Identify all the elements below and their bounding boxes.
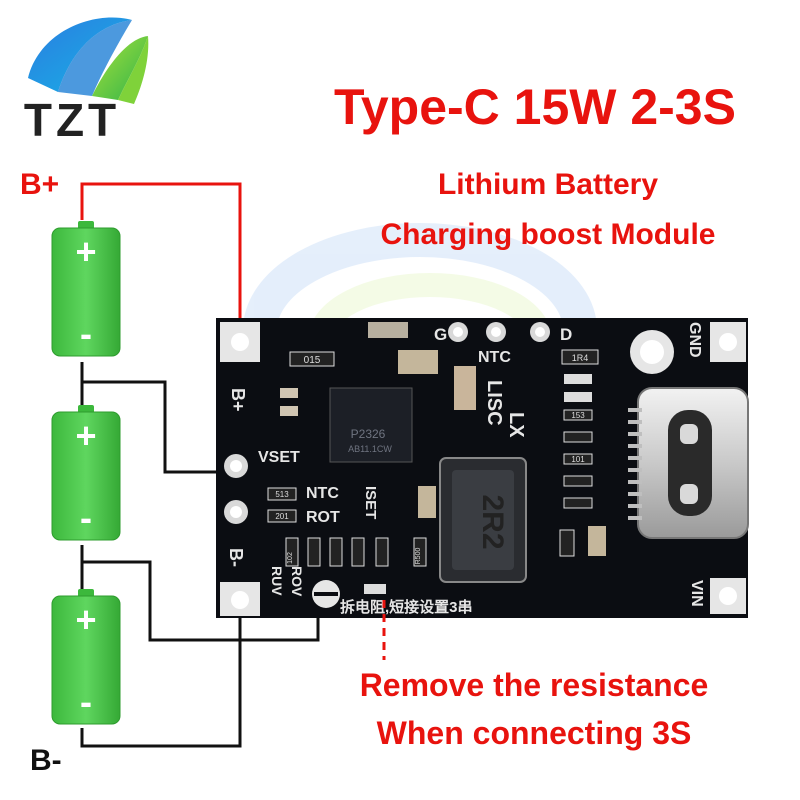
chip-marking: P2326 bbox=[351, 427, 386, 441]
resistor-201: 201 bbox=[275, 512, 289, 521]
resistor-array bbox=[563, 374, 593, 509]
label-ntc: NTC bbox=[306, 485, 339, 502]
page-title: Type-C 15W 2-3S bbox=[334, 79, 736, 135]
terminal-b-minus-label: B- bbox=[30, 744, 62, 777]
capacitor bbox=[368, 322, 408, 338]
brand-logo: TZT bbox=[24, 17, 149, 146]
usb-c-connector bbox=[628, 387, 749, 539]
resistor-101: 101 bbox=[571, 455, 585, 464]
pcb-board: P2326 AB11.1CW 2R2 015 1R4 153 101 513 bbox=[216, 318, 749, 618]
label-lisc: LISC bbox=[483, 380, 505, 426]
subtitle-line-2: Charging boost Module bbox=[381, 218, 716, 251]
label-rov: ROV bbox=[289, 566, 305, 597]
battery-cell-1-plus: + bbox=[75, 231, 96, 272]
b-plus-wire bbox=[80, 182, 242, 340]
battery-cell-3-plus: + bbox=[75, 599, 96, 640]
b-minus-wire bbox=[80, 602, 242, 748]
resistor-r500: R500 bbox=[415, 548, 422, 565]
controller-chip bbox=[329, 387, 413, 463]
label-b-minus: B- bbox=[226, 548, 246, 567]
note-line-2: When connecting 3S bbox=[377, 715, 692, 751]
inductor-marking: 2R2 bbox=[476, 494, 509, 549]
battery-cell-1-minus: - bbox=[80, 313, 92, 354]
capacitor bbox=[588, 526, 606, 556]
label-iset: ISET bbox=[362, 486, 379, 519]
cell2-cell3-wire bbox=[80, 545, 320, 642]
battery-cell-1: + - bbox=[51, 220, 121, 357]
removable-resistor bbox=[364, 584, 386, 594]
resistor-513: 513 bbox=[275, 490, 289, 499]
label-lx: LX bbox=[505, 412, 527, 438]
cell1-cell2-wire bbox=[80, 362, 236, 474]
resistor-153: 153 bbox=[571, 411, 585, 420]
label-vset: VSET bbox=[258, 449, 300, 466]
label-ruv: RUV bbox=[269, 566, 285, 596]
subtitle-line-1: Lithium Battery bbox=[438, 168, 658, 201]
capacitor bbox=[418, 486, 436, 518]
label-d: D bbox=[560, 325, 572, 344]
battery-cell-3-minus: - bbox=[80, 681, 92, 722]
brand-name: TZT bbox=[24, 94, 120, 146]
capacitor bbox=[398, 350, 438, 374]
label-g: G bbox=[434, 325, 447, 344]
label-gnd: GND bbox=[686, 322, 703, 358]
terminal-b-plus-label: B+ bbox=[20, 168, 59, 201]
capacitor bbox=[454, 366, 476, 410]
label-rot: ROT bbox=[306, 509, 340, 526]
label-chinese-note: 拆电阻,短接设置3串 bbox=[340, 598, 473, 616]
note-line-1: Remove the resistance bbox=[360, 667, 709, 703]
label-vin: VIN bbox=[688, 580, 705, 607]
wiring bbox=[80, 182, 320, 748]
battery-cell-3: + - bbox=[51, 588, 121, 725]
battery-cell-2: + - bbox=[51, 404, 121, 541]
label-b-plus: B+ bbox=[228, 388, 248, 412]
mounting-pads bbox=[220, 322, 746, 616]
chip-marking-2: AB11.1CW bbox=[348, 444, 392, 454]
bottom-resistors bbox=[285, 537, 427, 567]
resistor-102: 102 bbox=[287, 552, 294, 564]
battery-cell-2-plus: + bbox=[75, 415, 96, 456]
resistor-1r4: 1R4 bbox=[572, 353, 589, 363]
resistor-015: 015 bbox=[304, 355, 321, 366]
battery-cell-2-minus: - bbox=[80, 497, 92, 538]
label-ntc-top: NTC bbox=[478, 349, 511, 366]
